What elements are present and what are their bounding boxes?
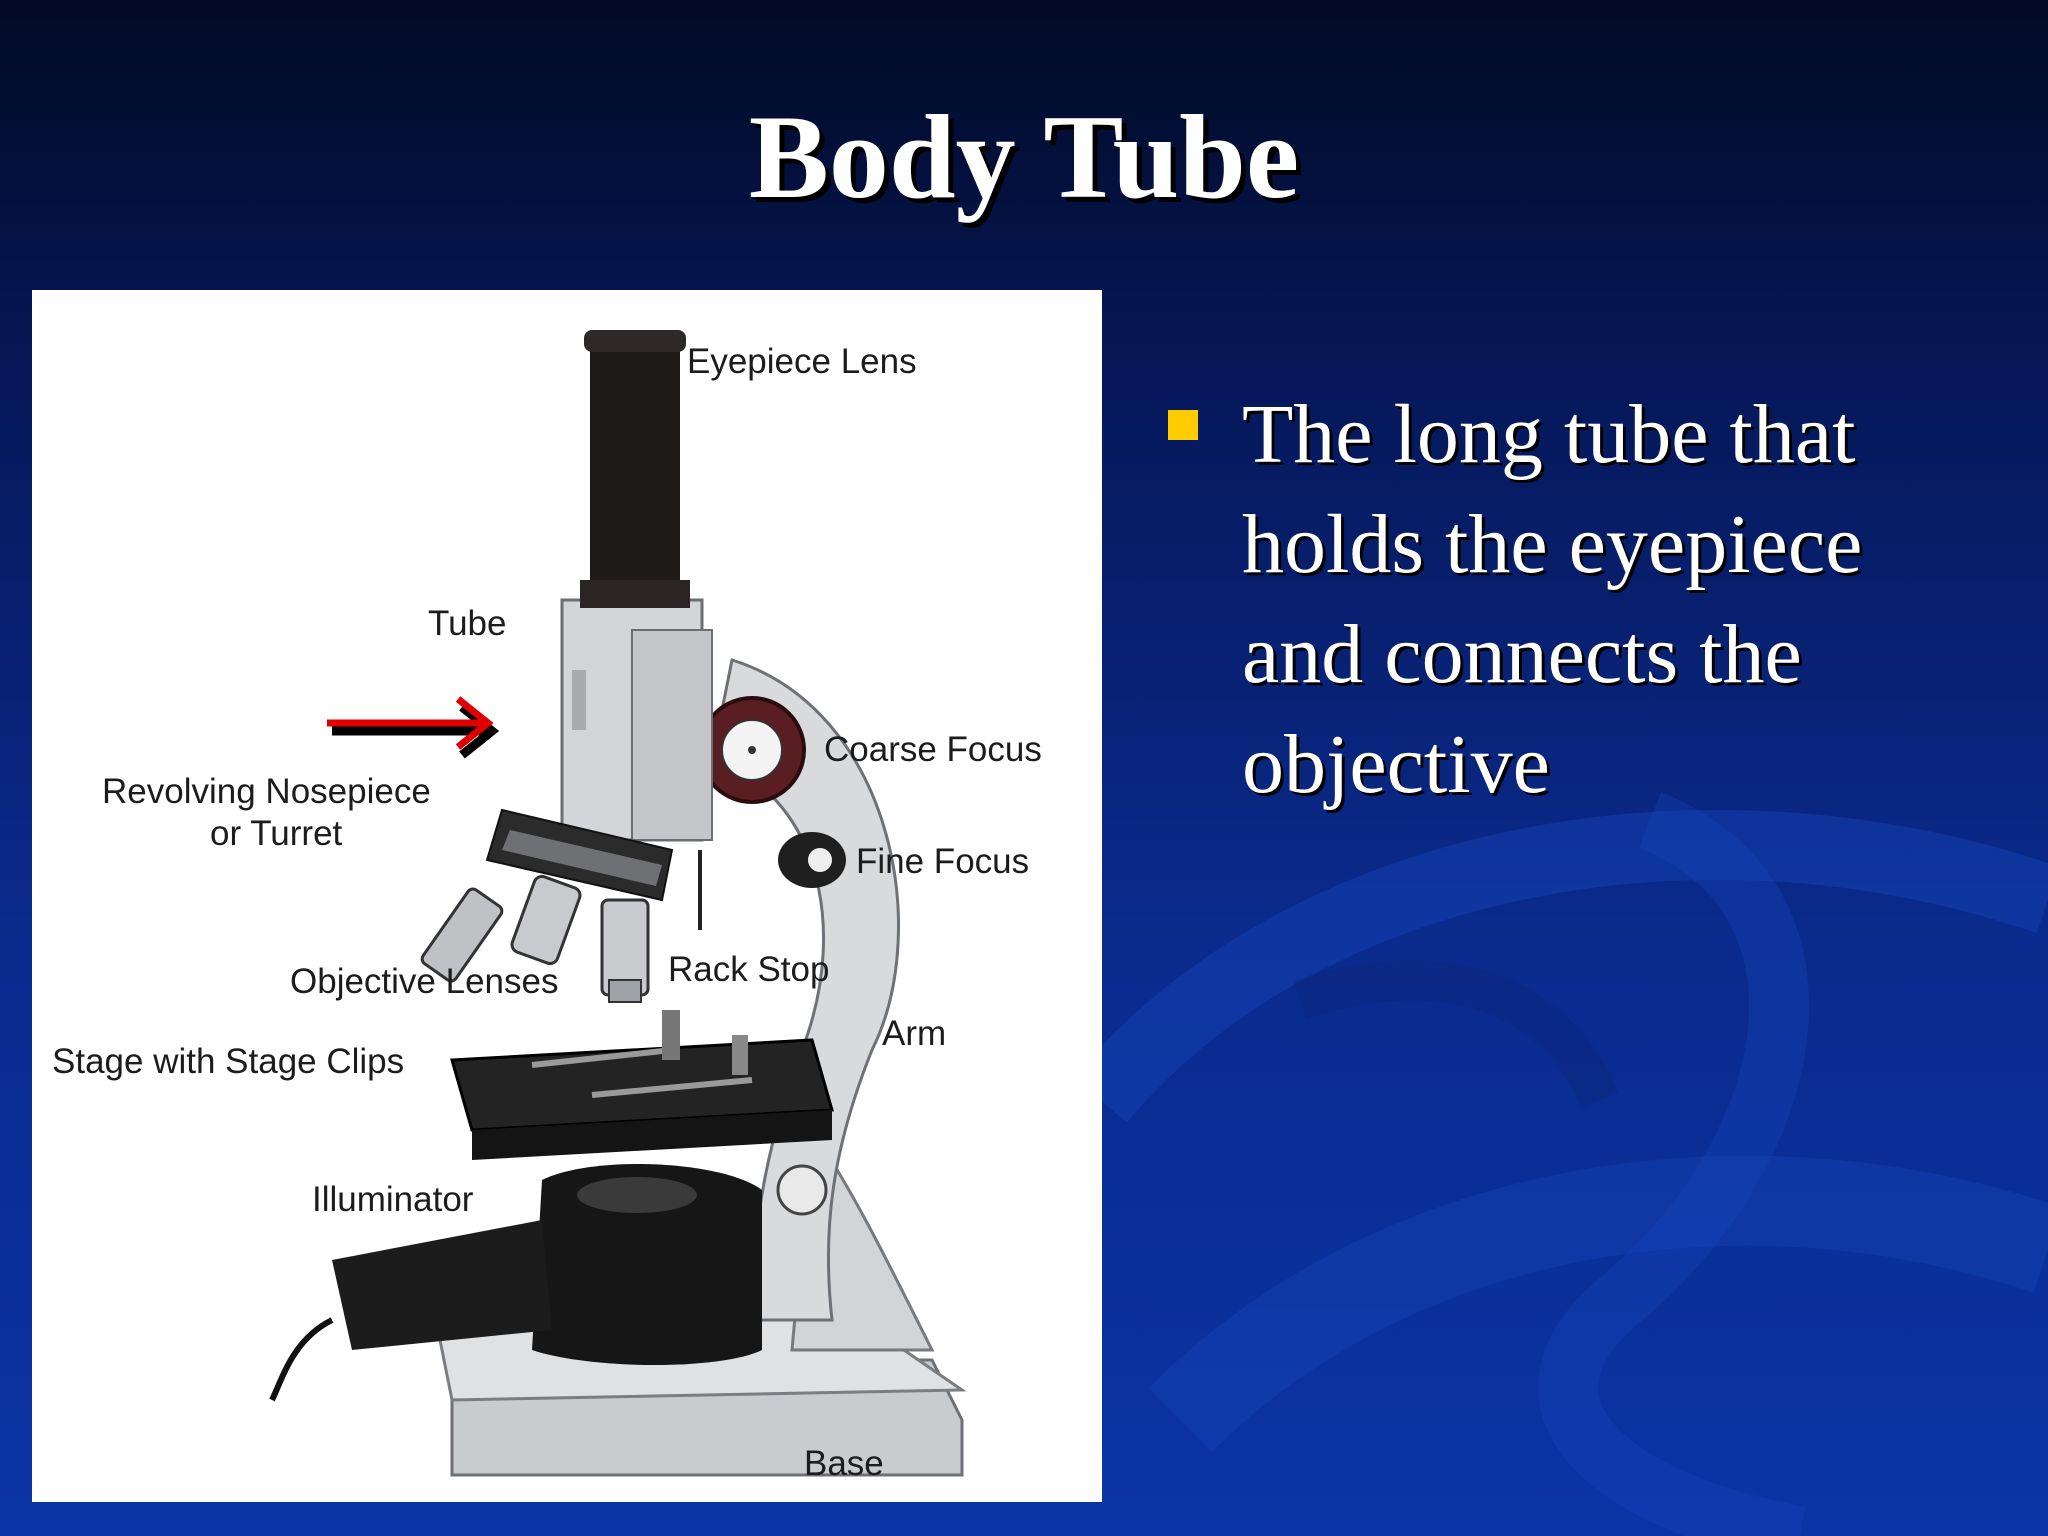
label-coarse-focus: Coarse Focus [824, 730, 1042, 769]
label-arm: Arm [882, 1014, 947, 1053]
slide-title: Body Tube [748, 90, 1300, 223]
red-pointer-arrow-icon [327, 696, 500, 759]
label-objective-lenses: Objective Lenses [290, 962, 559, 1001]
label-stage: Stage with Stage Clips [52, 1042, 405, 1081]
label-nosepiece-line1: Revolving Nosepiece [102, 772, 431, 811]
microscope-figure: Eyepiece Lens Tube Revolving Nosepiece o… [32, 290, 1102, 1502]
label-fine-focus: Fine Focus [856, 842, 1030, 881]
label-eyepiece-lens: Eyepiece Lens [687, 342, 917, 381]
label-tube: Tube [428, 604, 507, 643]
bullet-text: The long tube that holds the eyepiece an… [1242, 388, 1863, 811]
square-bullet-icon [1168, 410, 1198, 440]
microscope-drawing [269, 330, 967, 1477]
label-rack-stop: Rack Stop [668, 950, 830, 989]
label-base: Base [804, 1444, 884, 1483]
label-nosepiece-line2: or Turret [210, 814, 343, 853]
label-illuminator: Illuminator [312, 1180, 474, 1219]
